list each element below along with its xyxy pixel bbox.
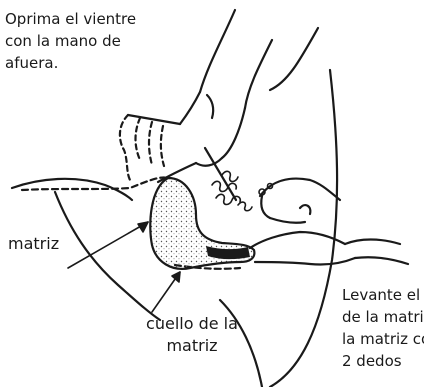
label-cuello-de-la-matriz: cuello de la matriz xyxy=(118,313,266,357)
instruction-outer-line-3: afuera. xyxy=(5,54,59,72)
instruction-inner-line-1: Levante el cuello xyxy=(342,286,424,304)
outer-arm-line xyxy=(126,8,274,202)
cervix-shaded xyxy=(206,246,250,260)
instruction-inner-line-3: la matriz con xyxy=(342,330,424,348)
abdomen-contour-dashed xyxy=(20,176,170,192)
arrow-matriz xyxy=(67,221,149,269)
bowel-loops xyxy=(211,170,274,212)
instruction-inner-line-2: de la matriz y xyxy=(342,308,424,326)
instruction-inner-hand: Levante el cuello de la matriz y la matr… xyxy=(342,284,424,372)
instruction-inner-line-4: 2 dedos xyxy=(342,352,402,370)
uterus-shape xyxy=(149,176,256,270)
instruction-outer-hand: Oprima el vientre con la mano de afuera. xyxy=(5,8,185,74)
label-cuello-line-1: cuello de la xyxy=(146,314,238,333)
instruction-outer-line-2: con la mano de xyxy=(5,32,121,50)
arrow-cuello xyxy=(151,271,181,313)
instruction-outer-line-1: Oprima el vientre xyxy=(5,10,137,28)
inner-hand xyxy=(248,177,410,266)
label-matriz: matriz xyxy=(8,234,60,253)
body-outline xyxy=(10,26,339,387)
outer-fingers-dashed xyxy=(118,113,166,182)
label-cuello-line-2: matriz xyxy=(166,336,218,355)
